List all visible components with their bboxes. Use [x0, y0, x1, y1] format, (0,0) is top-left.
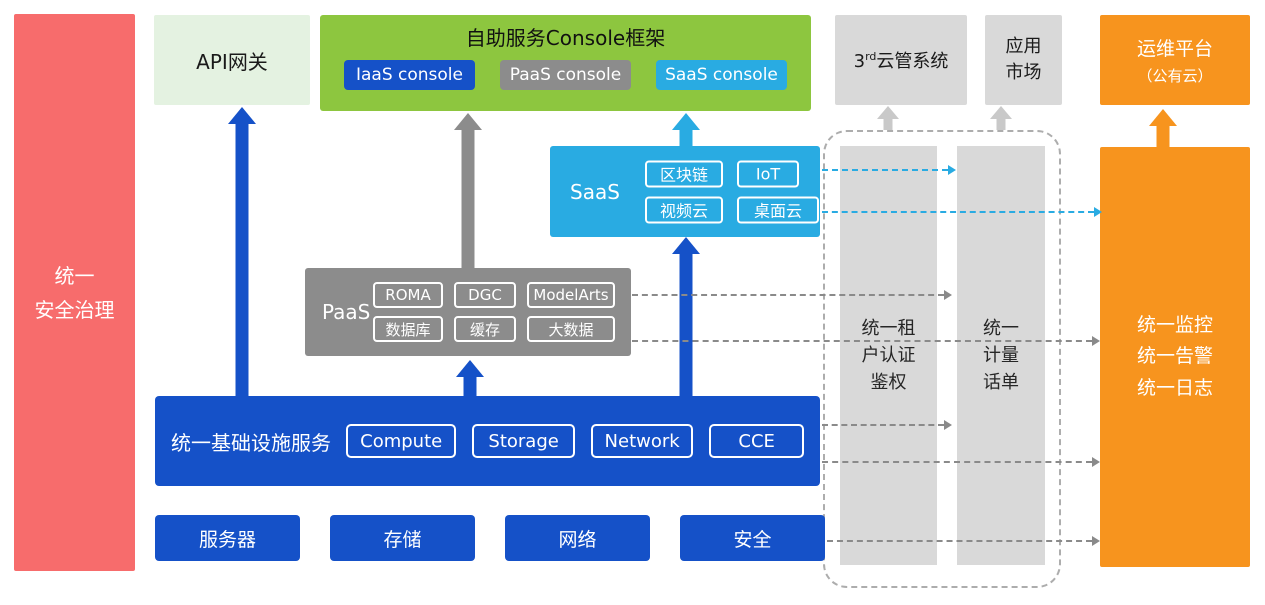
paas-service-modelarts: ModelArts	[527, 282, 615, 308]
paas-service-roma: ROMA	[373, 282, 443, 308]
app-market-box: 应用 市场	[985, 15, 1062, 105]
paas-services-row-1: ROMA DGC ModelArts	[373, 282, 615, 308]
console-frame-box: 自助服务Console框架 IaaS console PaaS console …	[320, 15, 811, 111]
arrow-head	[877, 106, 899, 119]
api-gateway-box: API网关	[154, 15, 310, 105]
arrow-head	[990, 106, 1012, 119]
dashed-arrow-hardware-to-monitoring	[827, 536, 1100, 546]
arrow-metering-to-app-market	[990, 106, 1012, 130]
saas-services-row-1: 区块链 IoT	[645, 160, 819, 187]
infrastructure-label: 统一基础设施服务	[171, 430, 331, 455]
arrow-shaft	[996, 117, 1006, 130]
arrow-shaft	[235, 122, 249, 396]
arrow-shaft	[679, 252, 693, 396]
arrow-monitoring-to-om-platform	[1149, 109, 1177, 147]
infra-service-storage: Storage	[472, 424, 575, 458]
paas-service-database: 数据库	[373, 316, 443, 342]
dashed-arrow-saas-to-monitoring	[822, 207, 1102, 217]
hardware-server-box: 服务器	[155, 515, 300, 561]
paas-console-box: PaaS console	[500, 60, 631, 90]
third-party-superscript: rd	[865, 50, 877, 63]
arrow-shaft	[461, 128, 475, 268]
dashed-arrow-paas-to-auth	[632, 290, 952, 300]
arrow-paas-to-console	[454, 113, 482, 268]
paas-layer-box: PaaS ROMA DGC ModelArts 数据库 缓存 大数据	[305, 268, 631, 356]
monitoring-alarm-log-box: 统一监控 统一告警 统一日志	[1100, 147, 1250, 567]
third-party-prefix: 3	[853, 51, 866, 72]
saas-console-box: SaaS console	[656, 60, 787, 90]
arrow-head	[1149, 109, 1177, 126]
paas-service-dgc: DGC	[454, 282, 516, 308]
saas-service-iot: IoT	[737, 160, 799, 187]
saas-layer-box: SaaS 区块链 IoT 视频云 桌面云	[550, 146, 820, 237]
third-party-cloud-mgmt-box: 3rd云管系统	[835, 15, 967, 105]
arrow-head	[228, 107, 256, 124]
dashed-arrow-paas-to-monitoring	[632, 336, 1100, 346]
saas-service-blockchain: 区块链	[645, 160, 723, 187]
om-platform-box: 运维平台 （公有云）	[1100, 15, 1250, 105]
hardware-network-box: 网络	[505, 515, 650, 561]
arrow-saas-to-console	[672, 113, 700, 146]
arrow-infra-to-paas	[456, 360, 484, 396]
paas-service-cache: 缓存	[454, 316, 516, 342]
arrow-head	[456, 360, 484, 377]
arrow-infra-to-api-gateway	[228, 107, 256, 396]
dashed-arrow-infra-to-auth	[822, 420, 952, 430]
arrow-infra-to-saas	[672, 237, 700, 396]
console-frame-title: 自助服务Console框架	[465, 26, 666, 50]
arrow-shaft	[1156, 124, 1170, 147]
arrow-shaft	[679, 128, 693, 146]
infra-service-network: Network	[590, 424, 694, 458]
arrow-shaft	[883, 117, 893, 130]
tenant-auth-bar: 统一租 户认证 鉴权	[840, 146, 937, 565]
arrow-head	[672, 237, 700, 254]
paas-services-row-2: 数据库 缓存 大数据	[373, 316, 615, 342]
infra-service-compute: Compute	[346, 424, 457, 458]
saas-service-desktop-cloud: 桌面云	[737, 196, 819, 223]
metering-billing-bar: 统一 计量 话单	[957, 146, 1045, 565]
hardware-storage-box: 存储	[330, 515, 475, 561]
saas-layer-label: SaaS	[570, 179, 620, 204]
paas-service-bigdata: 大数据	[527, 316, 615, 342]
third-party-suffix: 云管系统	[876, 51, 949, 72]
infrastructure-layer-box: 统一基础设施服务 Compute Storage Network CCE	[155, 396, 820, 486]
shared-services-dashed-frame	[823, 130, 1061, 588]
saas-services-row-2: 视频云 桌面云	[645, 196, 819, 223]
console-row: IaaS console PaaS console SaaS console	[344, 60, 787, 90]
arrow-auth-to-third-party	[877, 106, 899, 130]
saas-services-grid: 区块链 IoT 视频云 桌面云	[645, 160, 819, 223]
infra-service-cce: CCE	[709, 424, 804, 458]
paas-layer-label: PaaS	[322, 300, 371, 324]
arrow-head	[672, 113, 700, 130]
arrow-shaft	[463, 375, 477, 396]
hardware-security-box: 安全	[680, 515, 825, 561]
om-platform-subtitle: （公有云）	[1137, 67, 1213, 85]
third-party-cloud-mgmt-label: 3rd云管系统	[854, 47, 949, 73]
iaas-console-box: IaaS console	[344, 60, 475, 90]
arrow-head	[454, 113, 482, 130]
dashed-arrow-saas-to-auth	[822, 165, 956, 175]
security-governance-bar: 统一 安全治理	[14, 14, 135, 571]
om-platform-title: 运维平台	[1136, 38, 1213, 60]
dashed-arrow-infra-to-monitoring	[822, 457, 1100, 467]
om-platform-text: 运维平台 （公有云）	[1137, 34, 1213, 86]
paas-services-grid: ROMA DGC ModelArts 数据库 缓存 大数据	[373, 282, 615, 342]
saas-service-video-cloud: 视频云	[645, 196, 723, 223]
